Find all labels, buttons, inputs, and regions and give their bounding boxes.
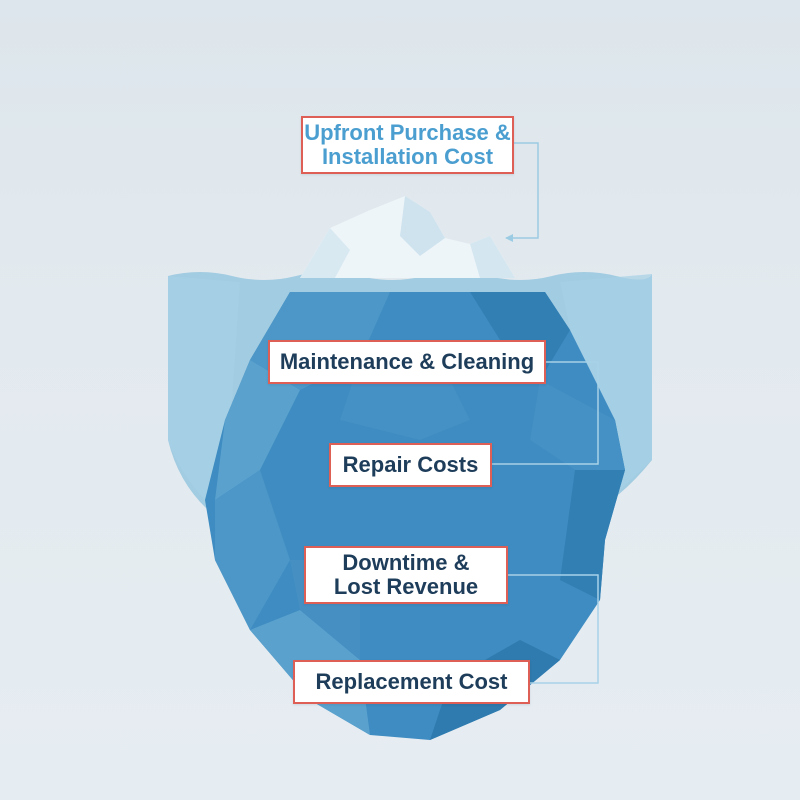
- water-right-shade: [560, 274, 652, 490]
- connector-maintenance-repair: [492, 361, 599, 465]
- ice-tip-shade-2: [300, 228, 350, 278]
- ice-tip-shade: [400, 196, 445, 256]
- ice-facet-2: [215, 360, 300, 500]
- label-repair-costs-text: Repair Costs: [342, 452, 479, 477]
- label-upfront-cost: Upfront Purchase & Installation Cost: [301, 116, 514, 174]
- label-upfront-cost-text: Upfront Purchase & Installation Cost: [304, 120, 511, 169]
- label-downtime-lost-revenue-text: Downtime & Lost Revenue: [333, 550, 479, 599]
- connector-upfront-arrow: [505, 234, 513, 242]
- label-repair-costs: Repair Costs: [329, 443, 492, 487]
- ice-tip-shade-3: [470, 236, 515, 278]
- label-replacement-cost: Replacement Cost: [293, 660, 530, 704]
- label-replacement-cost-text: Replacement Cost: [315, 669, 508, 694]
- label-downtime-lost-revenue: Downtime & Lost Revenue: [304, 546, 508, 604]
- ice-facet-5: [530, 380, 625, 470]
- ice-facet-6: [560, 470, 625, 600]
- connector-upfront: [506, 142, 539, 239]
- label-maintenance-cleaning-text: Maintenance & Cleaning: [279, 349, 535, 374]
- label-maintenance-cleaning: Maintenance & Cleaning: [268, 340, 546, 384]
- connector-downtime-replacement: [508, 574, 599, 684]
- ice-facet-3: [215, 470, 290, 630]
